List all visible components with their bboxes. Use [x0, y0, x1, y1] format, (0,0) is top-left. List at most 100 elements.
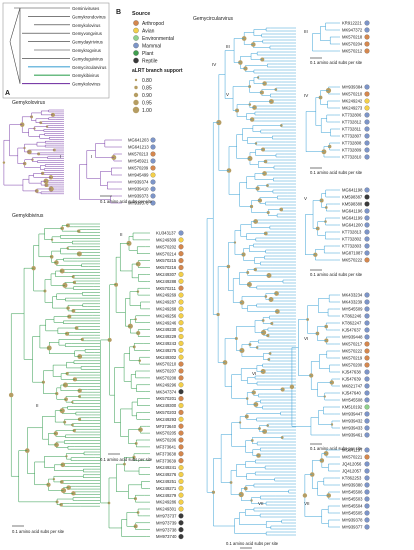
- tree-branch: [305, 111, 324, 152]
- tree-branch: [38, 233, 52, 258]
- source-marker: [178, 465, 184, 471]
- tree-branch: [65, 434, 73, 438]
- tree-branch: [254, 375, 279, 380]
- tree-branch: [256, 381, 281, 386]
- tree-branch: [63, 257, 78, 262]
- taxon-label: MH939380: [342, 483, 363, 488]
- tree-branch: [255, 237, 280, 242]
- tree-branch: [75, 411, 92, 416]
- tree-branch: [70, 457, 96, 461]
- tree-branch: [329, 364, 336, 373]
- support-node: [59, 268, 65, 274]
- taxon-label: MK249293: [156, 417, 177, 422]
- taxon-label: JQ412056: [342, 462, 362, 467]
- tree-branch: [312, 200, 322, 229]
- source-marker: [364, 369, 370, 375]
- tree-branch: [58, 339, 83, 346]
- taxon-label: MK570213: [128, 152, 149, 157]
- taxon-label: KT732810: [342, 155, 362, 160]
- support-node: [302, 493, 308, 498]
- tree-branch: [37, 160, 61, 163]
- tree-branch: [56, 259, 82, 266]
- taxon-label: KT732813: [342, 230, 362, 235]
- tree-branch: [44, 228, 63, 240]
- taxon-label: MK249246: [156, 320, 177, 325]
- support-node: [135, 261, 141, 267]
- tree-branch: [265, 531, 285, 536]
- tree-branch: [233, 38, 245, 63]
- source-marker: [178, 423, 184, 429]
- tree-branch: [256, 51, 290, 56]
- source-marker: [364, 250, 370, 256]
- tree-branch: [273, 177, 288, 182]
- source-marker: [364, 348, 370, 354]
- tree-branch: [246, 473, 275, 480]
- source-marker: [364, 306, 370, 312]
- source-marker: [364, 524, 370, 530]
- taxon-label: KU343137: [156, 231, 176, 236]
- source-marker: [150, 193, 156, 199]
- tree-branch: [32, 336, 44, 383]
- source-marker: [150, 144, 156, 150]
- tree-branch: [252, 449, 261, 456]
- tree-branch: [245, 65, 268, 72]
- taxon-label: MK249302: [156, 355, 177, 360]
- source-marker: [178, 258, 184, 264]
- source-legend: ArthropodAvianEnvironmentalMammalPlantRe…: [133, 20, 174, 64]
- taxon-label: KT732803: [342, 244, 362, 249]
- source-label: Environmental: [142, 36, 174, 42]
- source-marker: [364, 194, 370, 200]
- support-node: [216, 119, 222, 126]
- source-marker: [364, 461, 370, 467]
- source-marker: [364, 404, 370, 410]
- source-marker: [150, 172, 156, 178]
- tree-branch: [247, 137, 273, 144]
- taxon-label: MK433239: [342, 300, 363, 305]
- taxon-label: MK249296: [156, 382, 177, 387]
- tree-branch: [128, 484, 142, 499]
- tree-branch: [265, 501, 290, 506]
- taxon-label: KT732807: [342, 134, 362, 139]
- tree-branch: [129, 291, 141, 306]
- tree-branch: [3, 139, 23, 186]
- source-marker: [364, 98, 370, 104]
- taxon-label: MH939384: [342, 85, 363, 90]
- source-marker: [364, 362, 370, 368]
- tree-branch: [258, 161, 274, 168]
- clade-label: III: [226, 44, 230, 49]
- source-marker: [178, 478, 184, 484]
- taxon-label: MK570203: [156, 410, 177, 415]
- tree-branch: [137, 508, 149, 517]
- clade-label: IV: [212, 62, 216, 67]
- taxon-label: MK947372: [342, 28, 363, 33]
- tree-branch: [55, 270, 74, 277]
- source-marker: [364, 48, 370, 54]
- tree-branch: [42, 172, 62, 175]
- support-node: [256, 453, 261, 458]
- tree-branch: [239, 182, 252, 207]
- tree-branch: [56, 498, 74, 505]
- tree-branch: [298, 319, 312, 376]
- panel-a: A GeminivirusesGemykrondovirusGemykolovi…: [2, 2, 110, 99]
- taxon-label: MK570201: [156, 396, 177, 401]
- subtree-iii: IIIKR912221MK947372MK570218MK570204MK570…: [304, 20, 370, 65]
- tree-branch: [262, 369, 292, 374]
- source-marker: [178, 534, 184, 540]
- tree-branch: [253, 389, 283, 396]
- tree-branch: [137, 398, 150, 406]
- taxon-label: MH945499: [128, 173, 149, 178]
- tree-branch: [135, 315, 148, 323]
- source-marker: [178, 492, 184, 498]
- taxon-label: KT732809: [342, 148, 362, 153]
- source-marker: [364, 383, 370, 389]
- source-marker: [364, 482, 370, 488]
- tree-branch: [46, 183, 62, 187]
- family-labels: GeminivirusesGemykrondovirusGemykoloviru…: [72, 6, 106, 87]
- taxon-label: KT732812: [342, 120, 362, 125]
- tree-branch: [265, 249, 292, 254]
- tree-branch: [240, 224, 252, 237]
- taxon-label: MK249242: [342, 99, 363, 104]
- support-node: [264, 295, 268, 298]
- support-node: [250, 439, 254, 442]
